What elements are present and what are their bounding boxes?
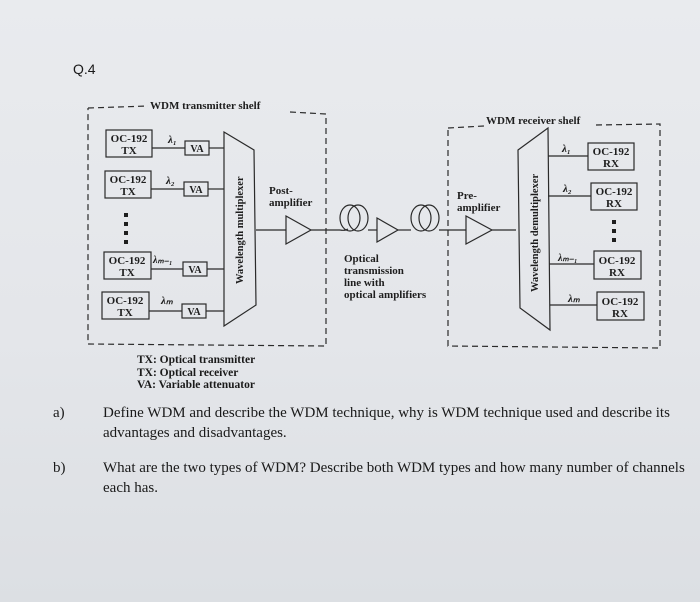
line-label-3: line with	[344, 277, 385, 289]
rx-box-3	[593, 250, 642, 280]
rx-4-line2: RX	[612, 308, 628, 320]
tx-box-4	[101, 291, 150, 320]
receiver-shelf-frame	[447, 123, 661, 349]
tx-3-line1: OC-192	[109, 255, 146, 267]
va-label-3: VA	[188, 265, 202, 276]
question-a-text: Define WDM and describe the WDM techniqu…	[103, 405, 670, 441]
legend-rx: TX: Optical receiver	[137, 366, 239, 379]
wdm-system-diagram: WDM transmitter shelf WDM receiver shelf…	[87, 100, 661, 349]
transmitter-shelf-frame	[87, 105, 327, 347]
question-b-text: What are the two types of WDM? Describe …	[103, 460, 685, 496]
tx-box-1	[105, 129, 153, 158]
multiplexer-label: Wavelength multiplexer	[235, 176, 246, 284]
receiver-shelf-title: WDM receiver shelf	[486, 115, 581, 127]
tx-2-line1: OC-192	[110, 174, 147, 186]
tx-lambda-2: λ₂	[165, 175, 175, 187]
question-b: b) What are the two types of WDM? Describ…	[53, 458, 700, 498]
tx-3-line2: TX	[119, 267, 134, 279]
tx-2-line2: TX	[120, 186, 135, 198]
post-amplifier-line1: Post-	[269, 185, 293, 197]
tx-lambda-1: λ₁	[167, 134, 177, 146]
rx-lambda-3: λₘ₋₁	[557, 253, 577, 264]
tx-1-line1: OC-192	[111, 133, 148, 145]
rx-1-line1: OC-192	[593, 146, 630, 158]
pre-amplifier-line2: amplifier	[457, 202, 500, 214]
question-number: Q.4	[73, 61, 96, 77]
va-label-4: VA	[187, 307, 201, 318]
post-amplifier-line2: amplifier	[269, 197, 312, 209]
pre-amplifier-line1: Pre-	[457, 190, 477, 202]
wavelength-demultiplexer	[517, 126, 551, 332]
tx-1-line2: TX	[121, 145, 136, 157]
question-a: a) Define WDM and describe the WDM techni…	[53, 403, 700, 443]
rx-1-line2: RX	[603, 158, 619, 170]
question-a-label: a)	[53, 405, 65, 421]
rx-box-4	[596, 291, 645, 321]
rx-3-line1: OC-192	[599, 255, 636, 267]
demultiplexer-label: Wavelength demultiplexer	[530, 174, 541, 292]
tx-box-3	[103, 251, 152, 280]
question-b-label: b)	[53, 460, 66, 476]
rx-2-line2: RX	[606, 198, 622, 210]
legend-va: VA: Variable attenuator	[137, 379, 255, 391]
inline-amplifier-triangle	[376, 216, 400, 244]
rx-lambda-4: λₘ	[567, 293, 581, 305]
rx-4-line1: OC-192	[602, 296, 639, 308]
legend-tx: TX: Optical transmitter	[137, 354, 256, 366]
line-label-4: optical amplifiers	[344, 289, 427, 301]
transmitter-shelf-title: WDM transmitter shelf	[150, 100, 261, 112]
tx-box-2	[104, 170, 152, 199]
va-label-2: VA	[189, 185, 203, 196]
va-label-1: VA	[190, 144, 204, 155]
line-label-1: Optical	[344, 253, 379, 265]
rx-3-line2: RX	[609, 267, 625, 279]
rx-2-line1: OC-192	[596, 186, 633, 198]
tx-4-line2: TX	[117, 307, 132, 319]
rx-lambda-2: λ₂	[562, 183, 572, 195]
tx-4-line1: OC-192	[107, 295, 144, 307]
pre-amplifier-triangle	[465, 214, 494, 246]
rx-box-1	[587, 142, 635, 171]
rx-box-2	[590, 182, 638, 211]
tx-lambda-4: λₘ	[160, 295, 174, 307]
post-amplifier-triangle	[285, 214, 313, 246]
diagram-legend: TX: Optical transmitter TX: Optical rece…	[137, 354, 255, 392]
rx-lambda-1: λ₁	[561, 143, 571, 155]
wavelength-multiplexer	[223, 130, 257, 328]
line-label-2: transmission	[344, 265, 404, 277]
tx-lambda-3: λₘ₋₁	[152, 255, 172, 266]
